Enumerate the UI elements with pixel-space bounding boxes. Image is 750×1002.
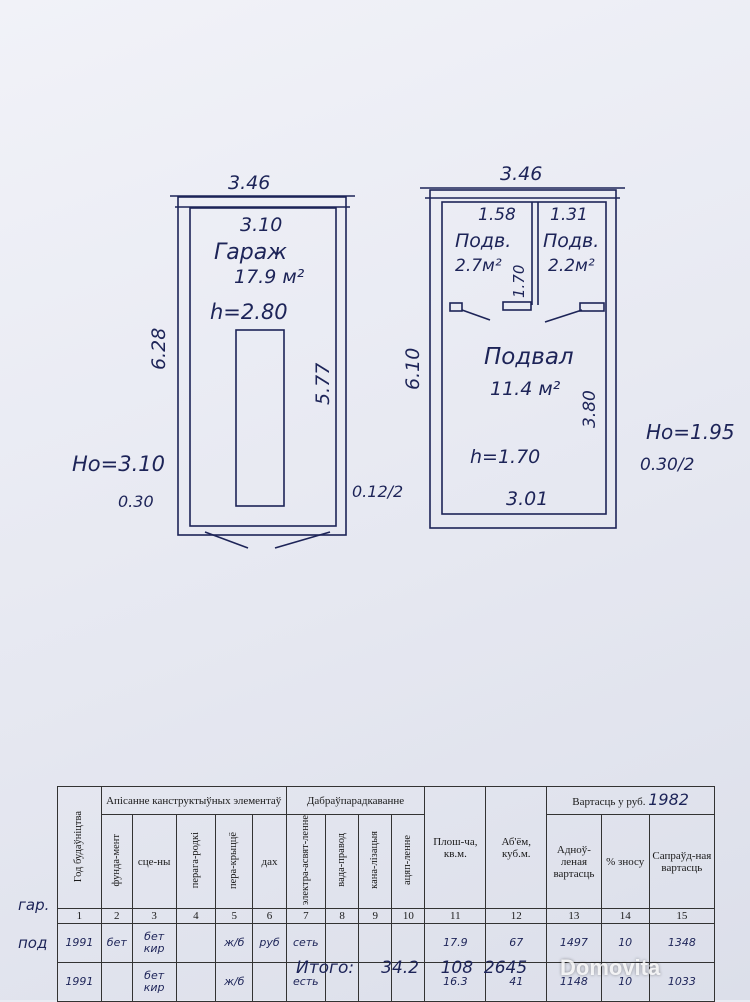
header-restored-cost: Адноў-леная вартасць: [546, 813, 602, 910]
basement-bottom-width: 3.01: [506, 488, 549, 510]
total-label: Итого:: [296, 958, 355, 978]
header-heating: ацяп-ленне: [402, 835, 414, 886]
header-roof: дах: [252, 813, 287, 910]
header-foundation: фунда-мент: [110, 833, 122, 887]
header-electric: электра-асвят-ленне: [299, 815, 311, 906]
header-year: Год будаўніцтва: [73, 810, 85, 882]
totals-line: Итого: 34.2 108 2645: [296, 958, 527, 978]
total-restored: 2645: [483, 958, 528, 978]
room1-width: 1.58: [478, 205, 516, 225]
room1-area: 2.7м²: [455, 256, 502, 276]
row-label-basement: под: [18, 934, 48, 952]
header-water: вада-правод: [336, 833, 348, 887]
header-area: Плош-ча, кв.м.: [424, 785, 487, 910]
basement-outer-wall: [429, 189, 617, 529]
header-volume: Аб'ём, куб.м.: [485, 785, 548, 910]
header-walls: сце-ны: [131, 813, 177, 910]
header-partitions: перага-родкі: [189, 831, 201, 889]
garage-inner-width: 3.10: [240, 214, 283, 236]
basement-inner-length: 3.80: [580, 390, 600, 428]
floor-plans: [170, 187, 625, 549]
garage-inner-length: 5.77: [312, 362, 334, 405]
header-cost: Вартасць у руб. 1982: [546, 786, 715, 815]
garage-left-note: 0.30: [118, 492, 154, 511]
room2-width: 1.31: [550, 205, 588, 225]
garage-outer-width: 3.46: [228, 172, 271, 194]
watermark-logo: Domovita: [560, 955, 661, 980]
garage-height: h=2.80: [210, 300, 288, 324]
header-description: Апісанне канструктыўных элементаў: [100, 786, 287, 815]
total-volume: 108: [440, 958, 474, 978]
header-floors: пера-крыццё: [228, 831, 240, 889]
header-wear: % зносу: [600, 813, 650, 910]
basement-right-note: 0.30/2: [640, 455, 695, 475]
garage-gate-right: [274, 531, 331, 549]
header-sewer: кана-лізацыя: [369, 831, 381, 890]
garage-outer-length: 6.28: [148, 327, 170, 370]
row-label-garage: гар.: [18, 896, 50, 914]
room1-name: Подв.: [455, 230, 512, 252]
basement-name: Подвал: [484, 344, 574, 370]
garage-inner-wall: [189, 207, 337, 527]
basement-height: h=1.70: [470, 446, 541, 468]
room2-area: 2.2м²: [548, 256, 595, 276]
basement-inner-wall: [441, 201, 607, 515]
basement-area: 11.4 м²: [490, 378, 561, 400]
partition-length: 1.70: [510, 264, 528, 298]
garage-right-note: 0.12/2: [352, 482, 404, 501]
garage-name: Гараж: [214, 240, 288, 265]
garage-ho-mark: Hо=3.10: [72, 452, 165, 476]
basement-outer-length: 6.10: [402, 347, 424, 390]
room2-name: Подв.: [543, 230, 600, 252]
garage-pit: [235, 329, 285, 507]
header-improvements: Дабраўпарадкаванне: [285, 786, 426, 815]
garage-area: 17.9 м²: [234, 266, 305, 288]
garage-gate-left: [204, 531, 249, 549]
garage-outer-wall: [177, 196, 347, 536]
basement-ho-mark: Hо=1.95: [646, 420, 735, 444]
header-actual-cost: Сапраўд-ная вартасць: [648, 813, 716, 910]
building-register-table: Год будаўніцтва Апісанне канструктыўных …: [57, 785, 716, 1002]
total-area: 34.2: [381, 958, 419, 978]
header-cost-year: 1982: [648, 789, 689, 809]
basement-outer-width: 3.46: [500, 163, 543, 185]
